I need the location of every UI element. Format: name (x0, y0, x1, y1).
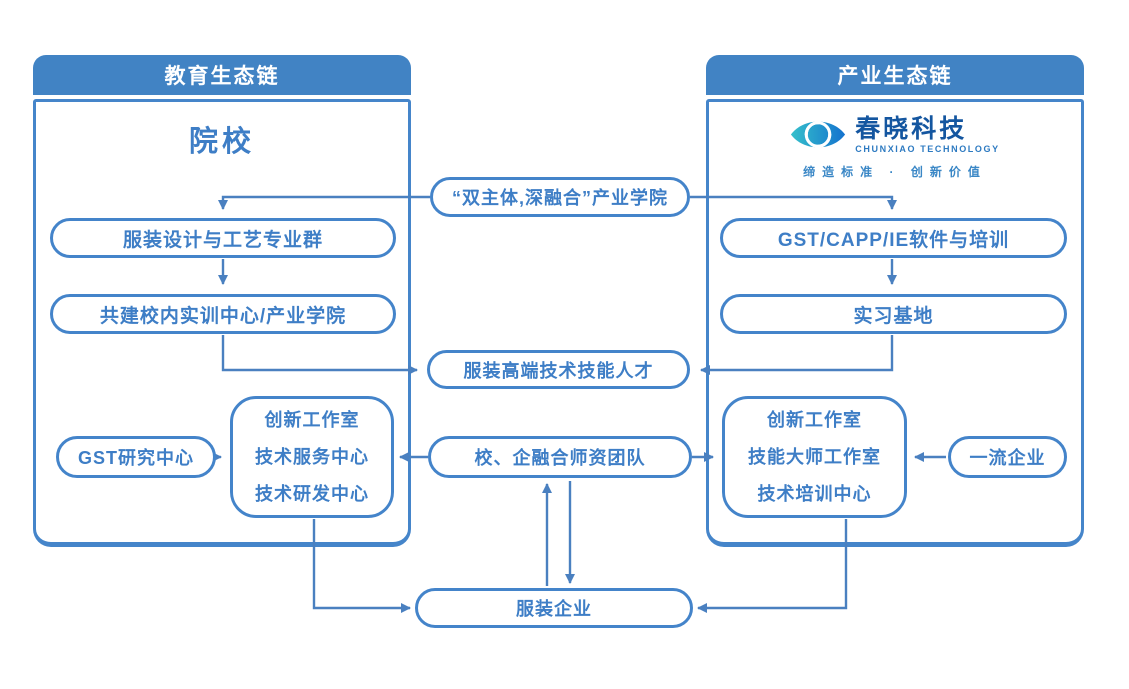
industry-studios-line-2: 技能大师工作室 (748, 446, 881, 467)
node-industry-academy: “双主体,深融合”产业学院 (430, 177, 690, 217)
industry-studios-line-3: 技术培训中心 (757, 483, 872, 504)
edu-centers-line-1: 创新工作室 (264, 409, 360, 430)
connector-edu-centers-to-companies (312, 519, 411, 613)
node-training-center: 共建校内实训中心/产业学院 (50, 294, 396, 334)
node-industry-studios: 创新工作室 技能大师工作室 技术培训中心 (722, 396, 907, 518)
node-major-group: 服装设计与工艺专业群 (50, 218, 396, 258)
edu-centers-line-2: 技术服务中心 (255, 446, 369, 467)
education-title: 院校 (188, 126, 255, 158)
logo-slogan: 缔造标准 · 创新价值 (803, 165, 987, 179)
node-first-class-enterprise: 一流企业 (948, 436, 1067, 478)
connector-academy-to-software (690, 195, 897, 210)
node-teacher-team: 校、企融合师资团队 (428, 436, 692, 478)
industry-studios-line-1: 创新工作室 (767, 409, 862, 430)
node-talents: 服装高端技术技能人才 (427, 350, 690, 389)
chunxiao-logo-icon (791, 121, 846, 148)
connector-academy-to-major-group (218, 195, 430, 210)
logo-company-name: 春晓科技 (855, 114, 968, 143)
education-panel-header: 教育生态链 (33, 55, 411, 95)
chunxiao-logo: 春晓科技 CHUNXIAO TECHNOLOGY 缔造标准 · 创新价值 (706, 114, 1084, 180)
edu-centers-line-3: 技术研发中心 (255, 483, 369, 504)
connector-ind-studios-to-companies (697, 519, 848, 613)
connector-training-center-to-talents (221, 335, 418, 375)
logo-company-name-en: CHUNXIAO TECHNOLOGY (855, 143, 1000, 154)
node-software-training: GST/CAPP/IE软件与培训 (720, 218, 1067, 258)
node-internship-base: 实习基地 (720, 294, 1067, 334)
node-garment-companies: 服装企业 (415, 588, 693, 628)
node-edu-centers: 创新工作室 技术服务中心 技术研发中心 (230, 396, 394, 518)
connector-internship-to-talents (700, 335, 894, 375)
industry-panel-header: 产业生态链 (706, 55, 1084, 95)
node-gst-research-center: GST研究中心 (56, 436, 216, 478)
